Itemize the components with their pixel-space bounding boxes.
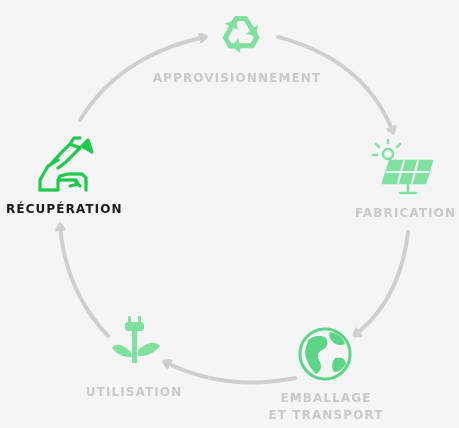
plug-plant-icon [112, 316, 160, 363]
arrow-emballage-to-utilisation [165, 362, 297, 385]
stage-label-emballage: EMBALLAGE ET TRANSPORT [262, 390, 390, 424]
stage-label-emballage-line1: EMBALLAGE [280, 391, 372, 405]
stage-label-fabrication: FABRICATION [355, 206, 457, 220]
stage-label-emballage-line2: ET TRANSPORT [268, 408, 384, 422]
stage-label-approvisionnement: APPROVISIONNEMENT [152, 71, 322, 85]
recycle-icon [222, 16, 260, 54]
stage-label-recuperation: RÉCUPÉRATION [6, 202, 123, 216]
arrow-utilisation-to-recuperation [60, 225, 110, 338]
arrow-recuperation-to-approvisionnement [78, 37, 205, 122]
globe-icon [298, 327, 352, 381]
stage-label-utilisation: UTILISATION [85, 385, 183, 399]
arrow-fabrication-to-emballage [355, 230, 410, 335]
recovery-hand-icon [38, 136, 94, 192]
arrow-approvisionnement-to-fabrication [276, 35, 393, 132]
solar-panel-icon [371, 138, 434, 195]
